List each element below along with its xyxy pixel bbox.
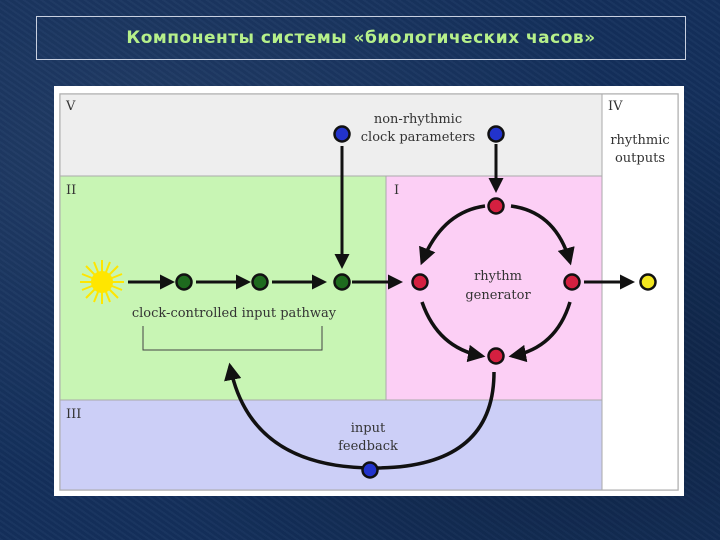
arrow-cycle-top-to-right: [510, 204, 575, 266]
feedback-label-line2: feedback: [338, 439, 398, 454]
param-node-2: [487, 125, 505, 143]
generator-label-line1: rhythm: [474, 269, 522, 284]
params-label-line1: non-rhythmic: [374, 112, 462, 127]
region-iv-label: IV: [608, 99, 623, 114]
outputs-label-line2: outputs: [615, 151, 665, 166]
region-ii-label: II: [66, 183, 76, 198]
param-node-1: [333, 125, 351, 143]
input-node-2: [251, 273, 269, 291]
generator-node-left: [411, 273, 429, 291]
title-box: Компоненты системы «биологических часов»: [36, 16, 686, 60]
region-iv: [601, 93, 679, 491]
clock-diagram: V II I III IV non-rhythmic clock paramet…: [54, 86, 684, 496]
params-label-line2: clock parameters: [361, 130, 475, 145]
output-node: [639, 273, 657, 291]
generator-node-bottom: [487, 347, 505, 365]
input-node-1: [175, 273, 193, 291]
input-pathway-label: clock-controlled input pathway: [132, 306, 337, 321]
region-iii-label: III: [66, 407, 81, 422]
input-node-3: [333, 273, 351, 291]
pathway-bracket: [142, 326, 323, 351]
generator-node-top: [487, 197, 505, 215]
outputs-label-line1: rhythmic: [610, 133, 669, 148]
feedback-node: [361, 461, 379, 479]
region-v: [59, 93, 603, 177]
region-i-label: I: [394, 183, 399, 198]
arrow-cycle-right-to-bottom: [508, 301, 572, 363]
slide-title: Компоненты системы «биологических часов»: [126, 28, 596, 48]
arrow-cycle-top-to-left: [419, 204, 486, 266]
region-v-label: V: [65, 99, 76, 114]
arrow-cycle-left-to-bottom: [420, 301, 486, 363]
sun-icon: [80, 260, 124, 304]
generator-label-line2: generator: [465, 288, 531, 303]
feedback-label-line1: input: [351, 421, 386, 436]
generator-node-right: [563, 273, 581, 291]
diagram-svg: V II I III IV non-rhythmic clock paramet…: [59, 93, 679, 491]
region-iii: [59, 399, 603, 491]
